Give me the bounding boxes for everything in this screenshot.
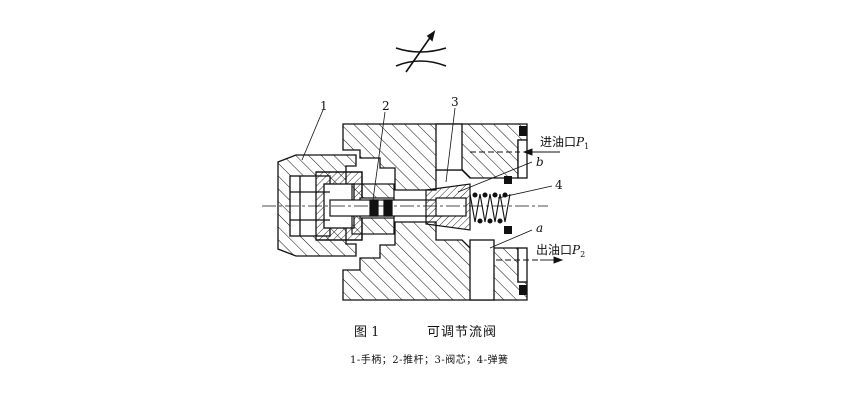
valve-body xyxy=(342,123,528,301)
throttle-valve-symbol xyxy=(395,30,447,73)
seals xyxy=(504,126,527,295)
figure-number: 图 1 xyxy=(354,325,380,340)
flow-lines xyxy=(470,148,564,264)
inlet-port-label: 进油口P1 xyxy=(540,135,589,151)
callout-b: b xyxy=(536,155,544,169)
figure-legend: 1-手柄；2-推杆；3-阀芯；4-弹簧 xyxy=(350,355,509,366)
callout-2: 2 xyxy=(382,99,390,113)
figure-title: 可调节流阀 xyxy=(427,325,498,340)
valve-core xyxy=(425,183,471,231)
handle-cap xyxy=(277,154,363,257)
callout-1: 1 xyxy=(320,99,328,113)
spring xyxy=(469,192,511,224)
leader-lines xyxy=(301,107,553,249)
outlet-port-label: 出油口P2 xyxy=(536,243,585,259)
port-labels: 进油口P1 出油口P2 xyxy=(536,135,589,259)
push-rod xyxy=(329,199,443,217)
callout-a: a xyxy=(536,221,543,235)
callout-4: 4 xyxy=(555,178,563,192)
callout-3: 3 xyxy=(451,95,459,109)
callout-labels: 1 2 3 4 b a xyxy=(320,95,563,235)
